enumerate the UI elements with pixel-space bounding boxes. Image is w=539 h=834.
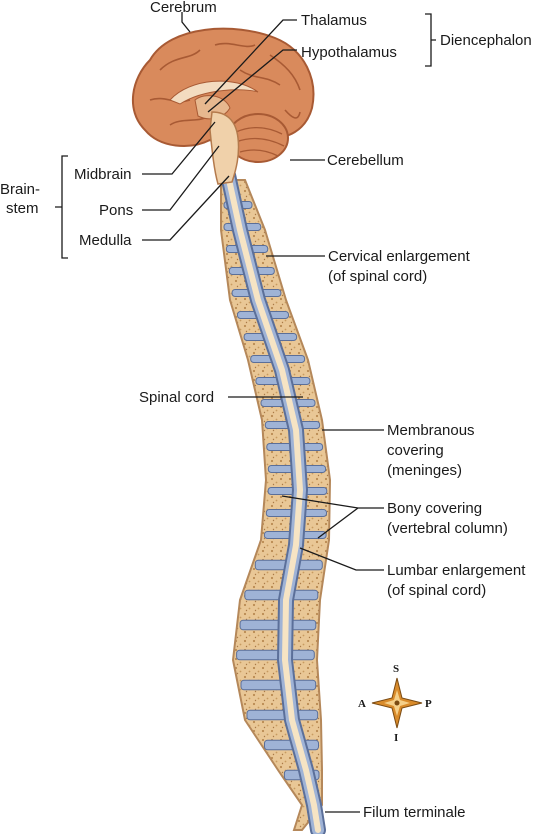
label-cerebellum: Cerebellum bbox=[327, 152, 404, 169]
label-brainstem-2: stem bbox=[6, 200, 39, 217]
labels: Cerebrum Thalamus Hypothalamus Diencepha… bbox=[0, 0, 532, 821]
intervertebral-disc bbox=[246, 709, 319, 721]
label-hypothalamus: Hypothalamus bbox=[301, 44, 397, 61]
label-midbrain: Midbrain bbox=[74, 166, 132, 183]
label-diencephalon: Diencephalon bbox=[440, 32, 532, 49]
compass-superior: S bbox=[393, 663, 399, 675]
label-filum-terminale: Filum terminale bbox=[363, 804, 466, 821]
label-membranous-3: (meninges) bbox=[387, 462, 462, 479]
label-pons: Pons bbox=[99, 202, 133, 219]
compass-posterior: P bbox=[425, 698, 432, 710]
label-lumbar-2: (of spinal cord) bbox=[387, 582, 486, 599]
label-cervical-1: Cervical enlargement bbox=[328, 248, 471, 265]
compass-rose: S A P I bbox=[358, 663, 432, 744]
label-cervical-2: (of spinal cord) bbox=[328, 268, 427, 285]
label-membranous-1: Membranous bbox=[387, 422, 475, 439]
compass-anterior: A bbox=[358, 698, 366, 710]
label-spinal-cord: Spinal cord bbox=[139, 389, 214, 406]
corpus-callosum bbox=[169, 80, 259, 105]
label-bony-2: (vertebral column) bbox=[387, 520, 508, 537]
compass-inferior: I bbox=[394, 732, 398, 744]
intervertebral-disc bbox=[240, 679, 317, 691]
leader-lines bbox=[55, 12, 436, 813]
label-thalamus: Thalamus bbox=[301, 12, 367, 29]
label-brainstem-1: Brain- bbox=[0, 181, 40, 198]
cerebellum-folia bbox=[235, 127, 285, 157]
label-membranous-2: covering bbox=[387, 442, 444, 459]
intervertebral-disc bbox=[236, 649, 315, 661]
brain bbox=[131, 27, 315, 185]
label-medulla: Medulla bbox=[79, 232, 132, 249]
spinal-cord bbox=[225, 172, 321, 833]
label-cerebrum: Cerebrum bbox=[150, 0, 217, 16]
label-lumbar-1: Lumbar enlargement bbox=[387, 562, 526, 579]
vertebral-column bbox=[220, 179, 332, 831]
label-bony-1: Bony covering bbox=[387, 500, 482, 517]
